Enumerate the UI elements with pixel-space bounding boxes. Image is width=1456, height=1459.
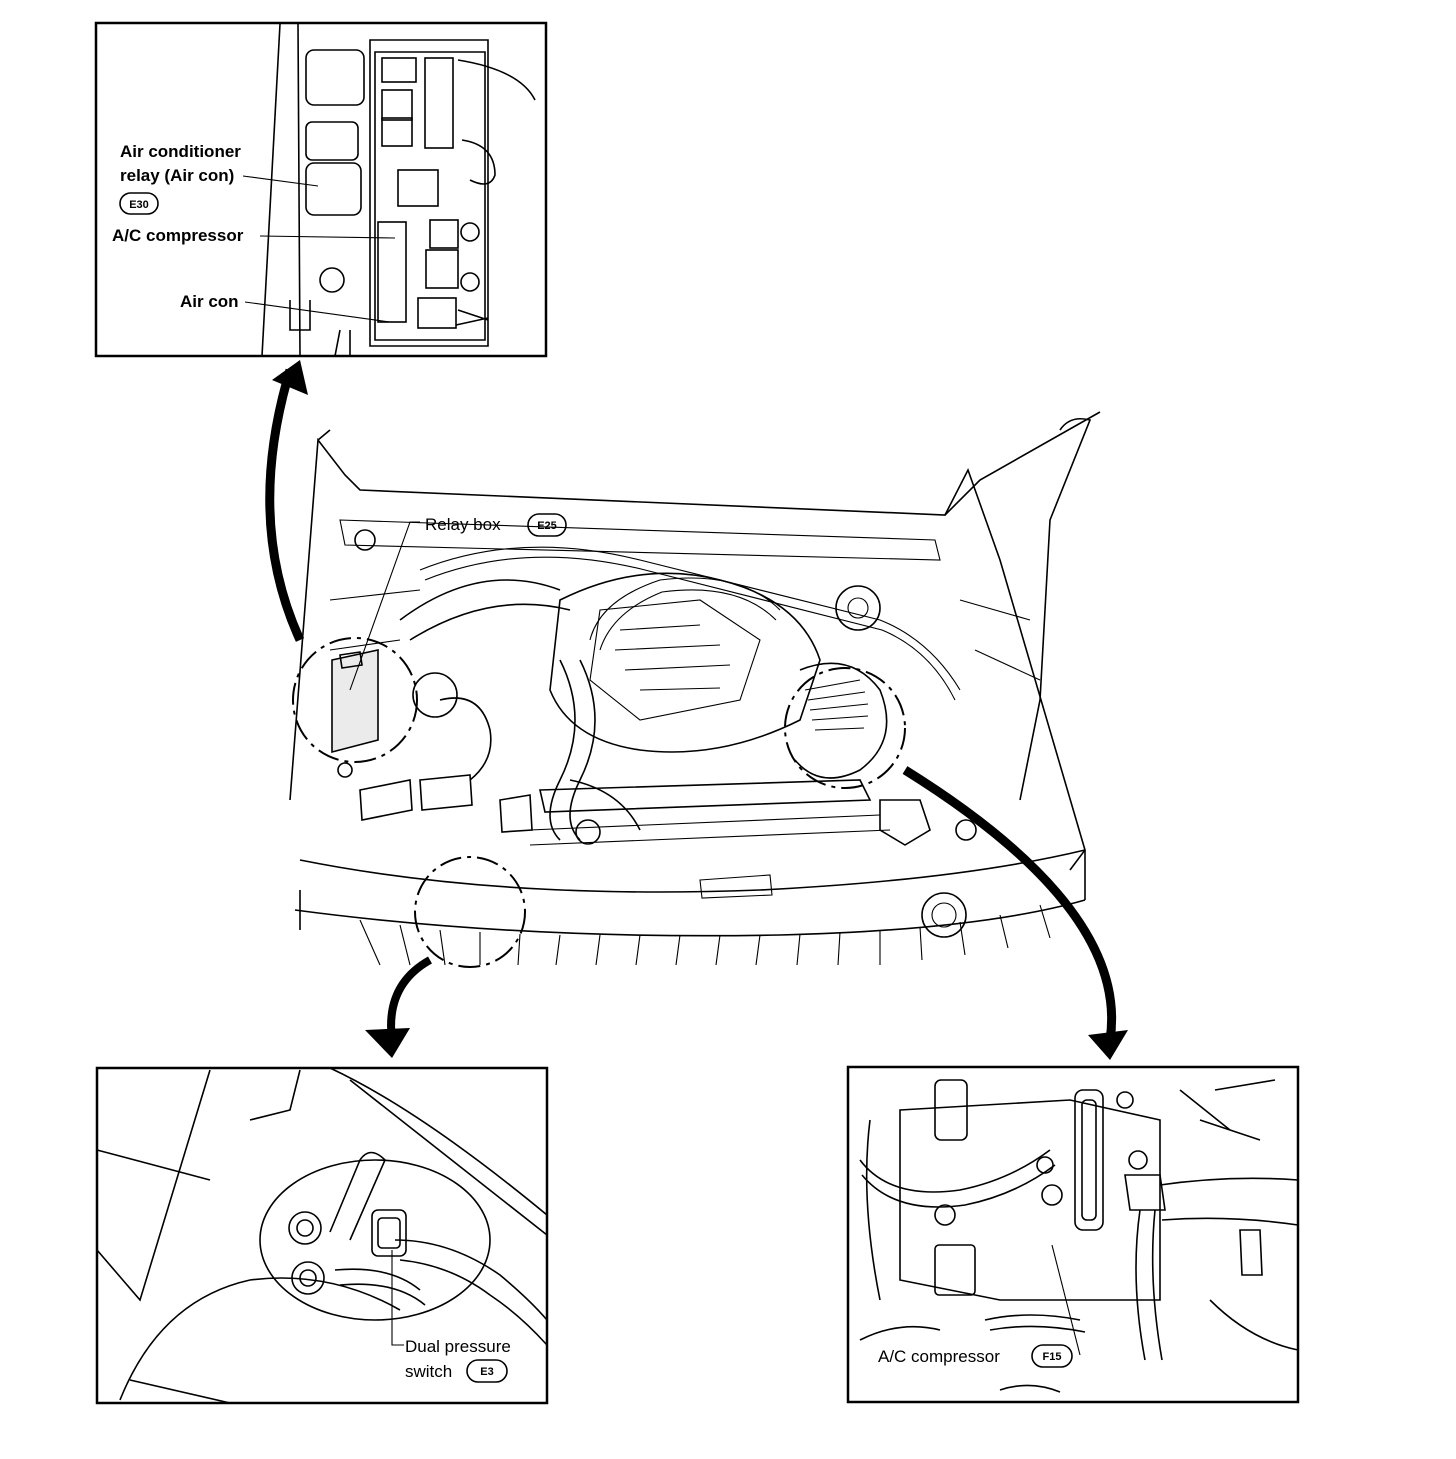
ac-relay-label-line2: relay (Air con) [120, 166, 234, 185]
arrow-to-compressor-inset [902, 766, 1128, 1060]
pressure-switch-connector: E3 [480, 1366, 493, 1378]
pressure-switch-detail-circle [414, 856, 526, 968]
compressor-label: A/C compressor [878, 1347, 1000, 1366]
relay-box-inset: Air conditioner relay (Air con) E30 A/C … [94, 21, 548, 358]
pressure-switch-label-line2: switch [405, 1362, 452, 1381]
ac-compressor-fuse-label: A/C compressor [112, 226, 244, 245]
engine-bay-illustration [289, 411, 1101, 966]
arrow-to-pressure-inset [365, 956, 433, 1058]
relay-box-connector: E25 [537, 520, 557, 532]
pressure-switch-connector-badge [466, 1359, 508, 1383]
ac-relay-connector: E30 [129, 199, 149, 211]
air-con-fuse-label: Air con [180, 292, 239, 311]
pressure-switch-label-line1: Dual pressure [405, 1337, 511, 1356]
relay-box-detail-circle [292, 637, 418, 763]
relay-box-label: Relay box [425, 515, 501, 534]
pressure-switch-inset: Dual pressure switch E3 [95, 1066, 549, 1405]
compressor-connector: F15 [1043, 1351, 1062, 1363]
ac-relay-connector-badge [119, 192, 159, 215]
compressor-connector-badge [1031, 1344, 1073, 1368]
compressor-detail-circle [784, 667, 906, 789]
compressor-inset: A/C compressor F15 [846, 1065, 1300, 1404]
relay-box-connector-badge [527, 513, 567, 537]
arrow-to-relay-inset [265, 360, 308, 642]
ac-relay-label-line1: Air conditioner [120, 142, 241, 161]
relay-box-callout: Relay box E25 [349, 513, 567, 691]
